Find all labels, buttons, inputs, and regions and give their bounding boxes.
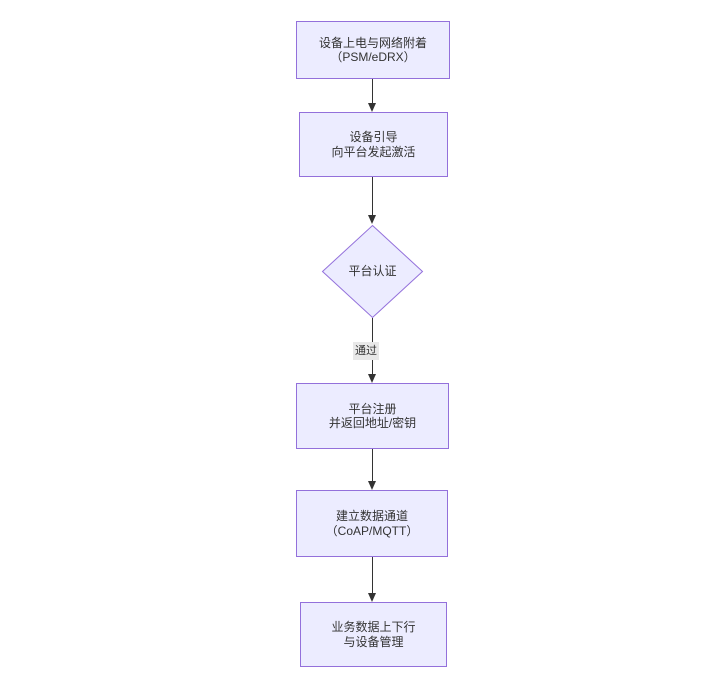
- decision-platform-auth: 平台认证: [321, 224, 424, 319]
- node-text-line: 并返回地址/密钥: [328, 416, 417, 430]
- node-register: 平台注册 并返回地址/密钥: [296, 383, 449, 449]
- node-text-line: （PSM/eDRX）: [330, 50, 416, 64]
- node-business: 业务数据上下行 与设备管理: [300, 602, 447, 667]
- node-text-line: 建立数据通道: [335, 509, 408, 523]
- node-text-line: 平台认证: [348, 264, 397, 279]
- node-text-line: （CoAP/MQTT）: [325, 523, 419, 538]
- node-text-line: 设备引导: [349, 130, 398, 144]
- arrow-head-icon: [368, 215, 376, 224]
- node-text-line: 业务数据上下行: [331, 620, 416, 634]
- node-data-channel: 建立数据通道 （CoAP/MQTT）: [296, 490, 448, 557]
- node-text-line: 向平台发起激活: [331, 144, 416, 159]
- node-text-line: 平台注册: [348, 401, 397, 416]
- edge-label-pass: 通过: [353, 342, 379, 360]
- arrow-register-to-channel-line: [372, 449, 373, 481]
- node-power-attach: 设备上电与网络附着 （PSM/eDRX）: [296, 21, 450, 79]
- node-text-line: 与设备管理: [343, 634, 404, 649]
- arrow-head-icon: [368, 374, 376, 383]
- arrow-bootstrap-to-auth-line: [372, 177, 373, 215]
- arrow-power-attach-to-bootstrap-line: [372, 79, 373, 103]
- node-text-line: 设备上电与网络附着: [318, 35, 427, 50]
- diamond-shape: [321, 224, 424, 319]
- arrow-head-icon: [368, 103, 376, 112]
- arrow-channel-to-business-line: [372, 557, 373, 593]
- node-bootstrap: 设备引导 向平台发起激活: [299, 112, 448, 177]
- arrow-head-icon: [368, 481, 376, 490]
- arrow-head-icon: [368, 593, 376, 602]
